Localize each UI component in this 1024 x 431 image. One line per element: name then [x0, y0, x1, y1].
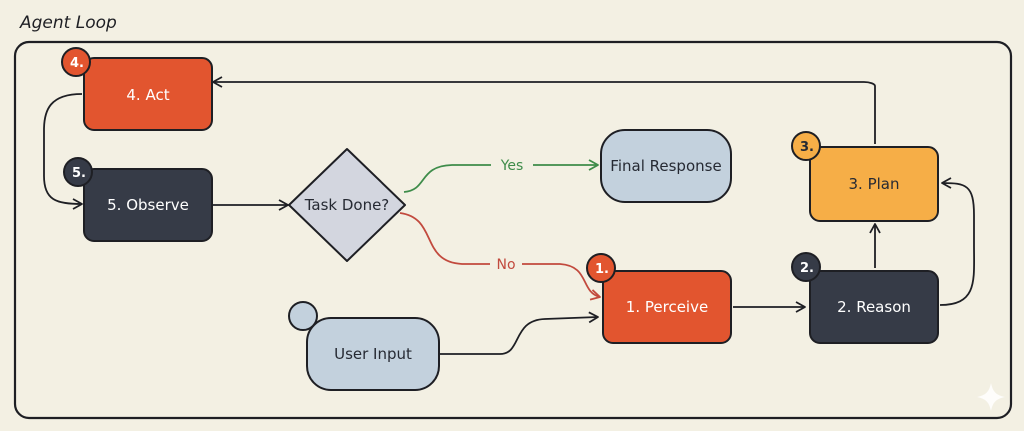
- badge-perceive: 1.: [586, 253, 616, 283]
- edge-yes: [403, 159, 599, 193]
- loop-frame: [13, 40, 1013, 420]
- node-act[interactable]: 4. Act: [83, 57, 213, 131]
- badge-plan-number: 3.: [800, 140, 814, 155]
- node-final-response-label: Final Response: [610, 157, 721, 175]
- sparkle-icon: [977, 383, 1005, 411]
- badge-perceive-number: 1.: [595, 262, 609, 277]
- node-plan-label: 3. Plan: [849, 175, 900, 193]
- edge-reason-to-plan-loop: [939, 177, 976, 306]
- node-perceive-label: 1. Perceive: [626, 298, 708, 316]
- badge-observe: 5.: [63, 157, 93, 187]
- edge-input-to-perceive: [440, 311, 599, 355]
- node-user-input[interactable]: User Input: [306, 317, 440, 391]
- edge-no: [399, 212, 601, 301]
- node-final-response[interactable]: Final Response: [600, 129, 732, 203]
- edge-label-no: No: [496, 257, 515, 273]
- edge-plan-to-act: [212, 76, 876, 144]
- node-user-input-label: User Input: [334, 345, 412, 363]
- badge-act-number: 4.: [70, 56, 84, 71]
- node-act-label: 4. Act: [126, 86, 169, 104]
- badge-act: 4.: [61, 47, 91, 77]
- edge-label-yes: Yes: [500, 158, 524, 174]
- node-observe[interactable]: 5. Observe: [83, 168, 213, 242]
- badge-plan: 3.: [791, 131, 821, 161]
- node-perceive[interactable]: 1. Perceive: [602, 270, 732, 344]
- node-observe-label: 5. Observe: [107, 196, 189, 214]
- badge-reason-number: 2.: [800, 261, 814, 276]
- node-decision[interactable]: Task Done?: [288, 148, 406, 262]
- node-reason[interactable]: 2. Reason: [809, 270, 939, 344]
- node-plan[interactable]: 3. Plan: [809, 146, 939, 222]
- badge-reason: 2.: [791, 252, 821, 282]
- badge-observe-number: 5.: [72, 166, 86, 181]
- edge-act-to-observe: [43, 93, 83, 210]
- user-input-start-icon: [288, 301, 318, 331]
- diagram-title: Agent Loop: [19, 13, 117, 33]
- node-reason-label: 2. Reason: [837, 298, 911, 316]
- node-decision-label: Task Done?: [304, 196, 390, 214]
